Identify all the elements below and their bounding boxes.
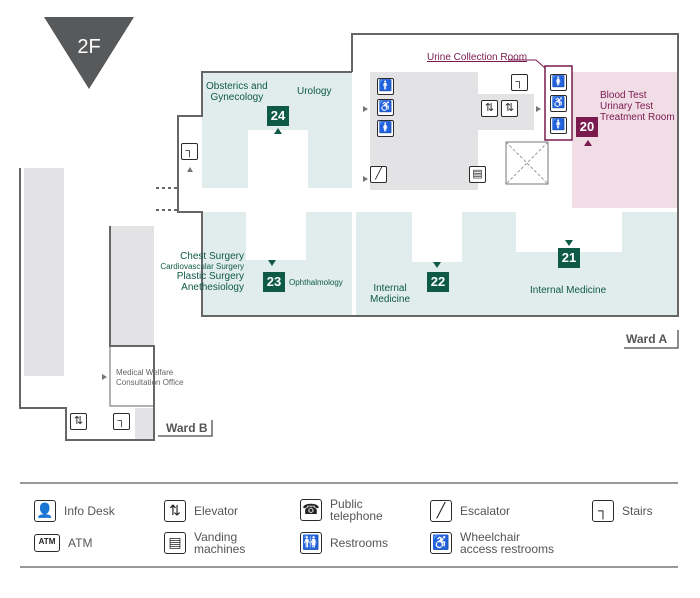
stairs-icon: ┐ bbox=[511, 74, 528, 91]
urinary-test-line: Urinary Test bbox=[600, 101, 654, 112]
vending-icon: ▤ bbox=[164, 532, 186, 554]
welfare-line-2: Consultation Office bbox=[116, 378, 184, 387]
room-21-number: 21 bbox=[558, 248, 580, 268]
wheelchair-icon: ♿ bbox=[550, 95, 567, 112]
internal-medicine-22-label: Internal Medicine bbox=[370, 283, 410, 305]
legend-telephone-line-2: telephone bbox=[330, 509, 383, 523]
vending-icon: ▤ bbox=[469, 166, 486, 183]
obsterics-line: Obsterics and bbox=[206, 81, 268, 92]
legend-info-desk-label: Info Desk bbox=[64, 504, 115, 518]
legend-stairs-label: Stairs bbox=[622, 504, 653, 518]
room-23-number: 23 bbox=[263, 272, 285, 292]
elevator-icon: ⇅ bbox=[481, 100, 498, 117]
ophthalmology-label: Ophthalmology bbox=[289, 278, 343, 287]
elevator-icon: ⇅ bbox=[70, 413, 87, 430]
medicine-line: Medicine bbox=[370, 294, 411, 305]
legend-wheelchair-line-2: access restrooms bbox=[460, 542, 555, 556]
legend-escalator: ╱ Escalator bbox=[430, 500, 510, 522]
escalator-icon: ╱ bbox=[370, 166, 387, 183]
ward-b-label: Ward B bbox=[166, 421, 208, 435]
elevator-icon: ⇅ bbox=[164, 500, 186, 522]
welfare-office-label: Medical Welfare Consultation Office bbox=[116, 368, 183, 388]
cardiovascular-line: Cardiovascular Surgery bbox=[160, 262, 244, 271]
room-24-number: 24 bbox=[267, 106, 289, 126]
legend-telephone: ☎ Public telephone bbox=[300, 498, 383, 522]
legend-atm: ATM ATM bbox=[34, 534, 92, 552]
floor-badge: 2F bbox=[44, 17, 134, 89]
telephone-icon: ☎ bbox=[300, 499, 322, 521]
legend-stairs: ┐ Stairs bbox=[592, 500, 653, 522]
welfare-line-1: Medical Welfare bbox=[116, 368, 174, 377]
atm-icon: ATM bbox=[34, 534, 60, 552]
chest-surgery-line: Chest Surgery bbox=[180, 251, 244, 262]
legend-wheelchair-label: Wheelchair access restrooms bbox=[460, 531, 554, 555]
internal-medicine-21-label: Internal Medicine bbox=[530, 285, 607, 296]
restroom-icon: 🚺 bbox=[550, 74, 567, 91]
legend-restrooms: 🚻 Restrooms bbox=[300, 532, 388, 554]
restroom-icon: 🚹 bbox=[550, 117, 567, 134]
gynecology-line: Gynecology bbox=[210, 92, 264, 103]
plastic-surgery-line: Plastic Surgery bbox=[176, 271, 244, 282]
room-20-number: 20 bbox=[576, 117, 598, 137]
urine-collection-label: Urine Collection Room bbox=[427, 52, 528, 63]
restroom-icon: 🚺 bbox=[377, 120, 394, 137]
chest-surgery-label: Chest Surgery Cardiovascular Surgery Pla… bbox=[154, 251, 244, 293]
escalator-icon: ╱ bbox=[430, 500, 452, 522]
legend-telephone-line-1: Public bbox=[330, 497, 363, 511]
legend-vending: ▤ Vanding machines bbox=[164, 531, 245, 555]
stairs-icon: ┐ bbox=[181, 143, 198, 160]
legend-vending-line-1: Vanding bbox=[194, 530, 238, 544]
wheelchair-icon: ♿ bbox=[377, 99, 394, 116]
legend-info-desk: 👤 Info Desk bbox=[34, 500, 115, 522]
legend-elevator-label: Elevator bbox=[194, 504, 239, 518]
legend-atm-label: ATM bbox=[68, 536, 93, 550]
legend-vending-label: Vanding machines bbox=[194, 531, 245, 555]
urology-label: Urology bbox=[297, 86, 332, 97]
legend-telephone-label: Public telephone bbox=[330, 498, 383, 522]
elevator-icon: ⇅ bbox=[501, 100, 518, 117]
legend-wheelchair: ♿ Wheelchair access restrooms bbox=[430, 531, 554, 555]
obsterics-label: Obsterics and Gynecology bbox=[206, 81, 268, 103]
legend: 👤 Info Desk ATM ATM ⇅ Elevator ▤ Vanding… bbox=[20, 482, 678, 568]
legend-vending-line-2: machines bbox=[194, 542, 246, 556]
restroom-icon: 🚻 bbox=[300, 532, 322, 554]
blood-test-label: Blood Test Urinary Test Treatment Room bbox=[600, 90, 675, 123]
stairs-icon: ┐ bbox=[113, 413, 130, 430]
treatment-room-line: Treatment Room bbox=[600, 112, 675, 123]
restroom-icon: 🚹 bbox=[377, 78, 394, 95]
legend-wheelchair-line-1: Wheelchair bbox=[460, 530, 521, 544]
legend-escalator-label: Escalator bbox=[460, 504, 511, 518]
ward-a-label: Ward A bbox=[626, 332, 668, 346]
ward-b-area-2 bbox=[110, 226, 154, 346]
info-desk-icon: 👤 bbox=[34, 500, 56, 522]
blood-test-line: Blood Test bbox=[600, 90, 647, 101]
floor-map bbox=[19, 33, 679, 441]
floor-label: 2F bbox=[77, 36, 100, 58]
anesthesiology-line: Anethesiology bbox=[181, 282, 244, 293]
blood-test-area bbox=[572, 72, 678, 208]
ward-b-area bbox=[24, 168, 64, 376]
stairs-icon: ┐ bbox=[592, 500, 614, 522]
internal-line: Internal bbox=[373, 283, 407, 294]
room-22-number: 22 bbox=[427, 272, 449, 292]
wheelchair-icon: ♿ bbox=[430, 532, 452, 554]
legend-elevator: ⇅ Elevator bbox=[164, 500, 238, 522]
legend-restrooms-label: Restrooms bbox=[330, 536, 389, 550]
